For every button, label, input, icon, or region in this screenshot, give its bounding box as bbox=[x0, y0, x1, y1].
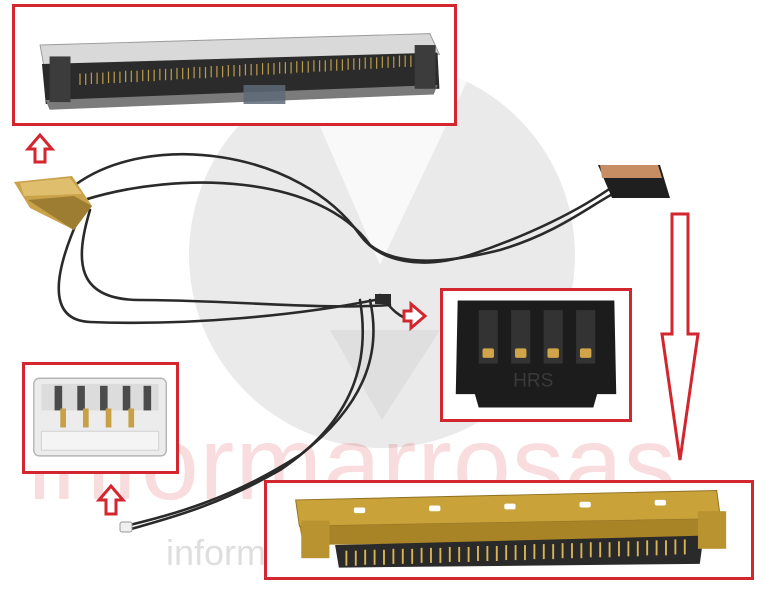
small-connector bbox=[119, 521, 133, 533]
arrow-down-icon bbox=[660, 212, 700, 461]
arrow-right-icon bbox=[402, 300, 428, 332]
ribbon-connector-left bbox=[14, 176, 92, 230]
component-marking-text: HRS bbox=[513, 371, 553, 392]
small-connector bbox=[375, 294, 391, 304]
inset-connector-white bbox=[22, 362, 179, 474]
cable-strand bbox=[128, 298, 375, 527]
inset-connector-top bbox=[12, 4, 457, 126]
cable-strand bbox=[126, 298, 365, 532]
arrow-up-icon bbox=[24, 132, 56, 164]
inset-connector-black: HRS bbox=[440, 288, 632, 422]
cable-strand bbox=[80, 208, 392, 308]
cable-strand bbox=[82, 181, 622, 262]
arrow-up-icon bbox=[95, 483, 127, 516]
inset-connector-gold bbox=[264, 480, 754, 580]
ribbon-connector-right bbox=[598, 165, 670, 198]
cable-strand bbox=[57, 213, 377, 325]
